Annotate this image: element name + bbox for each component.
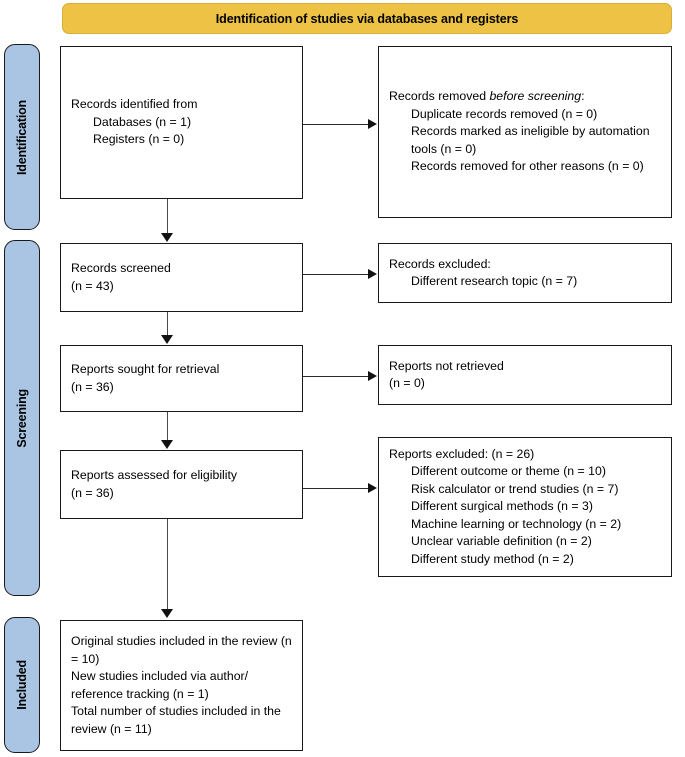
arrowhead-sought-to-assessed [161,440,173,449]
diagram-title: Identification of studies via databases … [215,11,519,26]
stage-label-screening: Screening [4,240,40,596]
studies-included-line-1: Original studies included in the review … [71,634,292,666]
stage-label-included-text: Included [15,660,29,710]
arrowhead-screened-to-sought [161,335,173,344]
records-removed-line-2: Records marked as ineligible by automati… [411,124,650,156]
studies-included-line-2: New studies included via author/ referen… [71,669,249,701]
arrowhead-identified-to-screened [161,233,173,242]
connector-assessed-to-included [167,519,169,611]
reports-excluded-line-6: Different study method (n = 2) [411,551,574,566]
records-identified-line-2: Databases (n = 1) [93,114,192,129]
stage-label-identification: Identification [4,44,40,230]
records-excluded-line-1: Different research topic (n = 7) [411,274,578,288]
records-removed-line-3: Records removed for other reasons (n = 0… [411,159,644,174]
connector-identified-to-removed [303,124,369,126]
box-reports-excluded: Reports excluded: (n = 26) Different out… [378,437,672,577]
records-removed-heading-suffix: : [581,89,585,104]
box-records-identified: Records identified from Databases (n = 1… [60,46,303,199]
box-records-screened: Records screened (n = 43) [60,243,303,312]
arrowhead-assessed-to-included [161,609,173,618]
box-reports-not-retrieved: Reports not retrieved (n = 0) [378,345,672,405]
reports-assessed-line-2: (n = 36) [71,485,114,500]
reports-excluded-line-5: Unclear variable definition (n = 2) [411,534,592,549]
studies-included-line-3: Total number of studies included in the … [71,704,281,736]
records-identified-line-3: Registers (n = 0) [93,132,185,147]
stage-label-identification-text: Identification [15,99,29,175]
box-reports-assessed: Reports assessed for eligibility (n = 36… [60,450,303,519]
stage-label-screening-text: Screening [15,388,29,448]
reports-not-retrieved-line-1: Reports not retrieved [389,358,504,373]
box-records-excluded: Records excluded: Different research top… [378,243,672,303]
reports-excluded-heading: Reports excluded: (n = 26) [389,446,535,461]
connector-identified-to-screened [167,199,169,235]
reports-sought-line-1: Reports sought for retrieval [71,362,220,376]
arrowhead-screened-to-excluded [368,269,377,279]
reports-excluded-line-2: Risk calculator or trend studies (n = 7) [411,481,619,496]
reports-assessed-line-1: Reports assessed for eligibility [71,468,238,482]
records-excluded-heading: Records excluded: [389,256,491,271]
records-removed-line-1: Duplicate records removed (n = 0) [411,106,598,121]
records-removed-heading-prefix: Records removed [389,89,490,104]
connector-screened-to-sought [167,312,169,337]
records-screened-line-1: Records screened [71,261,171,275]
diagram-title-banner: Identification of studies via databases … [62,3,672,34]
reports-excluded-line-1: Different outcome or theme (n = 10) [411,464,606,479]
arrowhead-sought-to-notretrieved [368,371,377,381]
reports-excluded-line-3: Different surgical methods (n = 3) [411,499,593,514]
reports-excluded-line-4: Machine learning or technology (n = 2) [411,516,622,531]
records-removed-heading: Records removed before screening: [389,88,661,106]
box-records-removed-before-screening: Records removed before screening: Duplic… [378,46,672,218]
records-screened-line-2: (n = 43) [71,278,114,293]
reports-sought-line-2: (n = 36) [71,379,114,394]
reports-not-retrieved-line-2: (n = 0) [389,376,425,390]
arrowhead-identified-to-removed [368,119,377,129]
records-identified-line-1: Records identified from [71,97,198,112]
connector-screened-to-excluded [303,274,369,276]
connector-assessed-to-excluded [303,488,369,490]
records-removed-heading-italic: before screening [489,89,582,104]
box-reports-sought: Reports sought for retrieval (n = 36) [60,345,303,412]
arrowhead-assessed-to-excluded [368,483,377,493]
connector-sought-to-notretrieved [303,376,369,378]
connector-sought-to-assessed [167,412,169,441]
stage-label-included: Included [4,617,40,753]
box-studies-included: Original studies included in the review … [60,620,303,751]
